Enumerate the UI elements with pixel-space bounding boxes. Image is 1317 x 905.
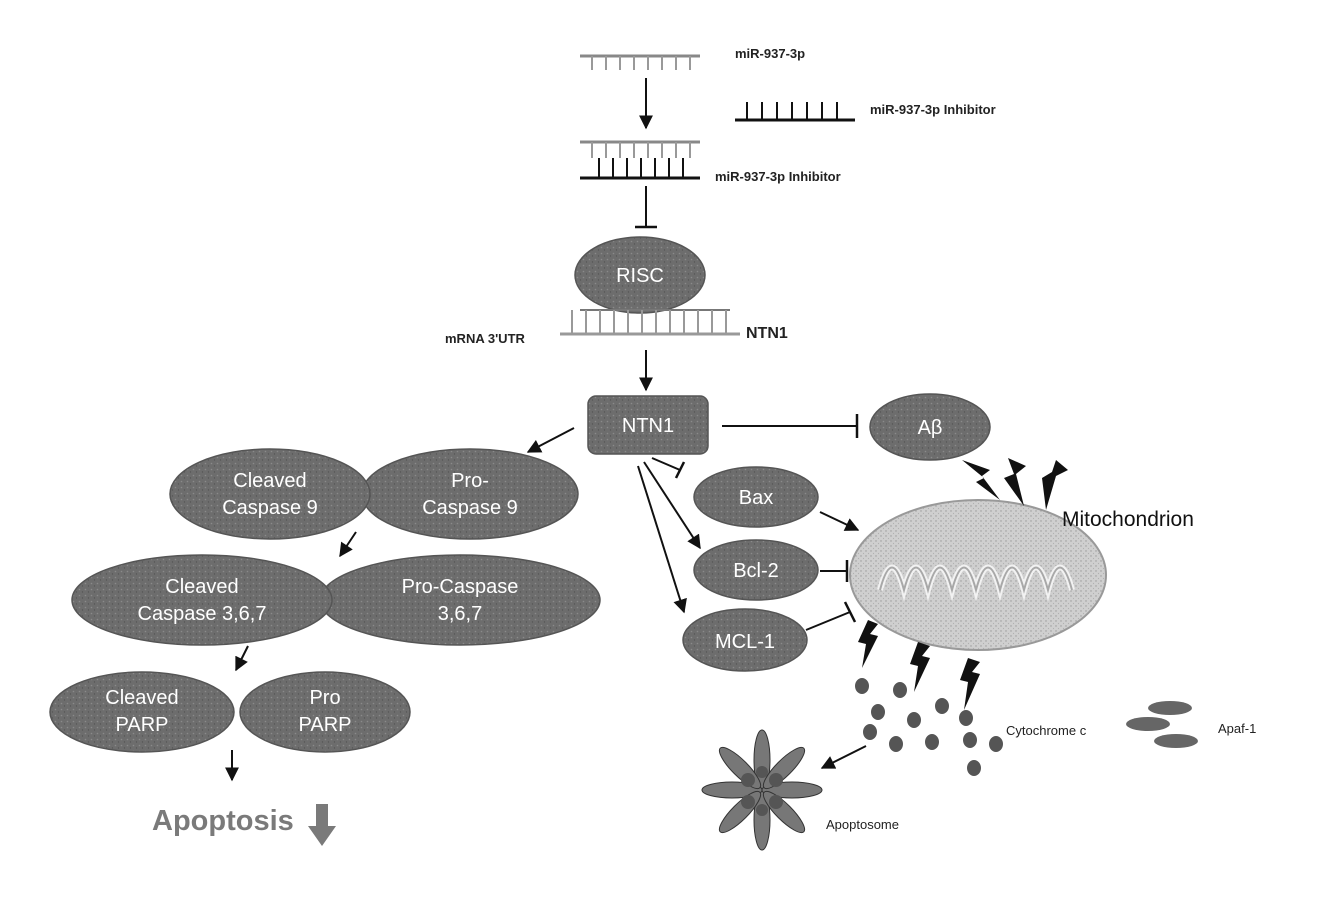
bolt-icon <box>910 642 930 692</box>
bolt-icon <box>858 620 878 668</box>
inhibitor-label: miR-937-3p Inhibitor <box>870 102 996 117</box>
cleaved-caspase9-node <box>170 449 370 539</box>
arrow-cytochrome-to-apoptosome <box>822 746 866 768</box>
mrna-utr-label: mRNA 3'UTR <box>445 331 526 346</box>
bolt-icon <box>960 658 980 710</box>
pro-caspase9-line1: Pro- <box>451 470 489 492</box>
apoptosome-label: Apoptosome <box>826 817 899 832</box>
bound-inhibitor-label: miR-937-3p Inhibitor <box>715 169 841 184</box>
inhibit-mcl1-to-mitochondrion <box>806 612 850 630</box>
pro-parp-node <box>240 672 410 752</box>
abeta-label: Aβ <box>918 417 943 439</box>
pro-caspase9-node <box>362 449 578 539</box>
mirna-inhibitor-duplex <box>580 142 700 178</box>
inhibit-bar-mcl1 <box>845 602 855 622</box>
apaf-1-icons <box>1126 701 1198 748</box>
apoptosome-icon <box>702 730 822 850</box>
pro-parp-line1: Pro <box>309 687 340 709</box>
pro-caspase9-line2: Caspase 9 <box>422 497 518 519</box>
inhibitor-strand <box>735 102 855 120</box>
ntn1-label: NTN1 <box>622 415 674 437</box>
arrow-caspase367-to-parp <box>236 646 248 670</box>
cleaved-caspase9-line2: Caspase 9 <box>222 497 318 519</box>
pro-parp-line2: PARP <box>299 714 352 736</box>
inhibit-ntn1-to-bax <box>652 458 680 470</box>
inhibit-bar-bax <box>676 462 684 478</box>
cleaved-caspase9-line1: Cleaved <box>233 470 306 492</box>
mirna-strand <box>580 56 700 70</box>
arrow-caspase9-to-caspase367 <box>340 532 356 556</box>
arrow-bax-to-mitochondrion <box>820 512 858 530</box>
cleaved-parp-node <box>50 672 234 752</box>
mirna-label: miR-937-3p <box>735 46 805 61</box>
cleaved-caspase367-line2: Caspase 3,6,7 <box>138 603 267 625</box>
pro-caspase367-node <box>320 555 600 645</box>
cytochrome-c-dots <box>855 678 1003 776</box>
pro-caspase367-line2: 3,6,7 <box>438 603 482 625</box>
apaf-1-label: Apaf-1 <box>1218 721 1256 736</box>
cleaved-parp-line1: Cleaved <box>105 687 178 709</box>
bax-label: Bax <box>739 487 773 509</box>
bcl2-label: Bcl-2 <box>733 560 779 582</box>
cleaved-caspase367-line1: Cleaved <box>165 576 238 598</box>
bolt-icon <box>1004 458 1026 506</box>
arrow-ntn1-to-caspase9 <box>528 428 574 452</box>
cytochrome-c-label: Cytochrome c <box>1006 723 1087 738</box>
bolt-icon <box>1042 460 1068 510</box>
mitochondrion-label: Mitochondrion <box>1062 508 1194 531</box>
apoptosis-label: Apoptosis <box>152 805 294 837</box>
down-arrow-icon <box>308 804 336 846</box>
bolt-icon <box>962 460 1000 500</box>
cleaved-parp-line2: PARP <box>116 714 169 736</box>
mrna-strand <box>560 310 740 334</box>
risc-label: RISC <box>616 265 664 287</box>
cleaved-caspase367-node <box>72 555 332 645</box>
mcl1-label: MCL-1 <box>715 631 775 653</box>
ntn1-gene-label: NTN1 <box>746 325 788 342</box>
arrow-ntn1-to-bcl2 <box>644 462 700 548</box>
pro-caspase367-line1: Pro-Caspase <box>402 576 519 598</box>
